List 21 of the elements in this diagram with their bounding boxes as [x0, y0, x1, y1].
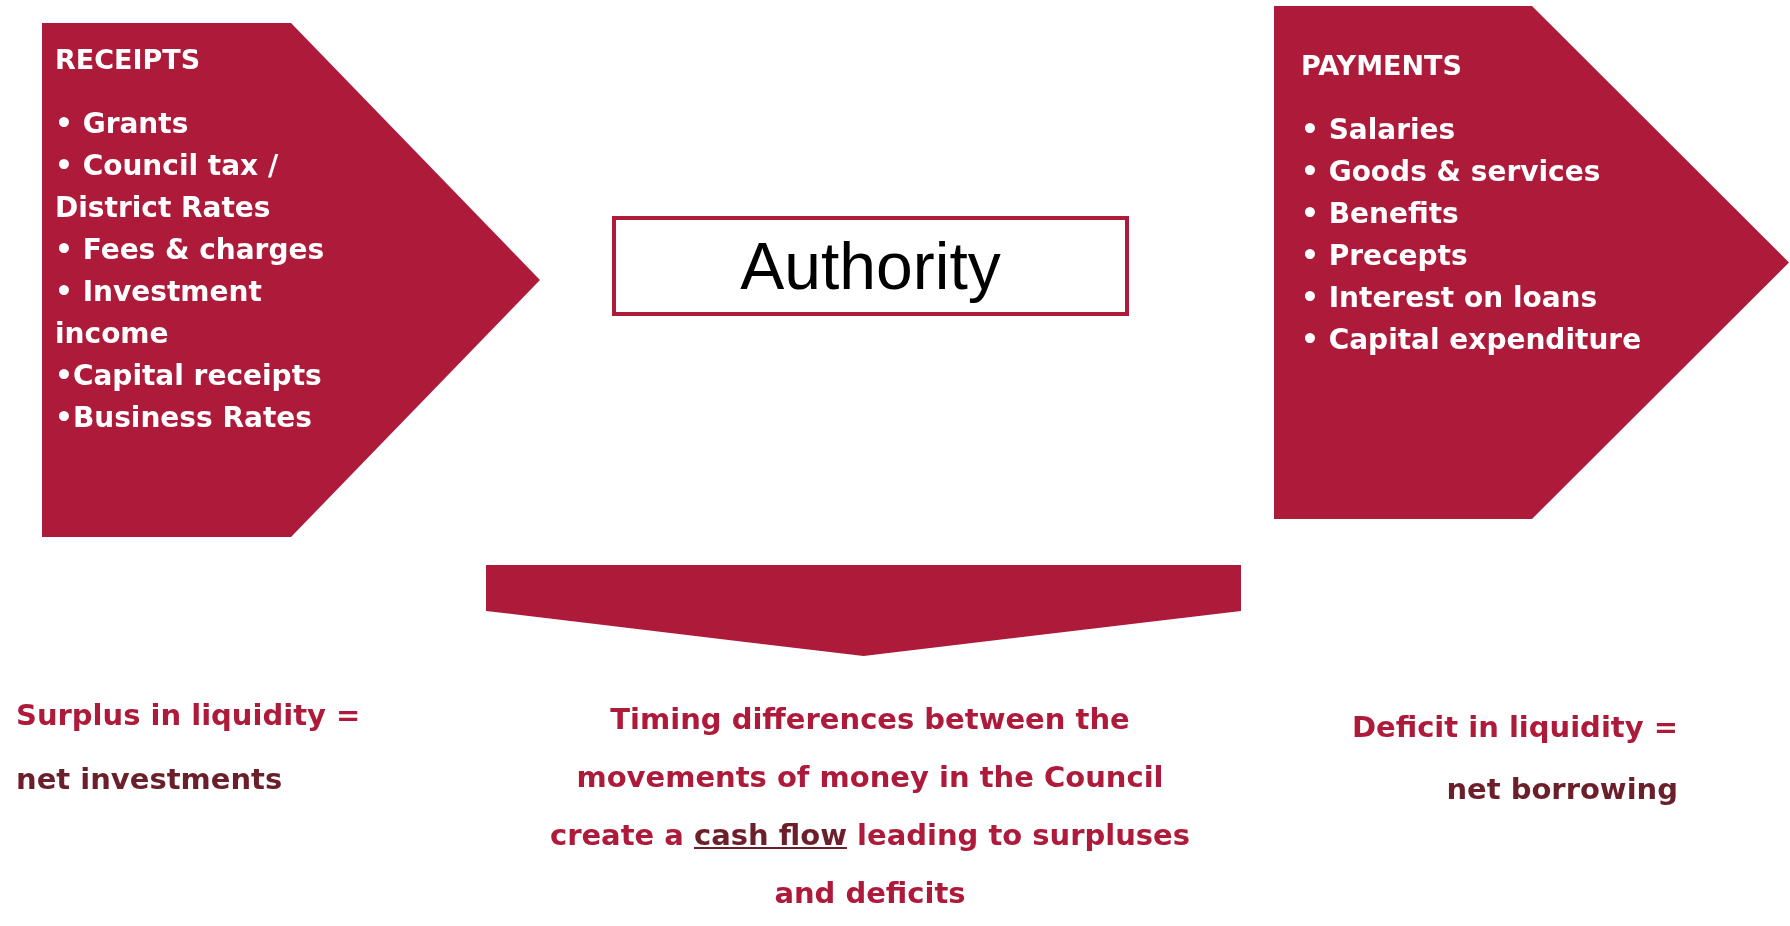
- list-item: • Capital expenditure: [1301, 322, 1643, 358]
- list-item: • Grants: [55, 106, 190, 142]
- list-item: • Fees & charges: [55, 232, 326, 268]
- list-item: •Capital receipts: [55, 358, 323, 394]
- heading: RECEIPTS: [55, 44, 202, 75]
- note-text: net borrowing: [1445, 772, 1678, 806]
- list-item: • Investment income: [55, 274, 263, 352]
- list-item: • Council tax / District Rates: [55, 148, 280, 226]
- list-item: • Salaries: [1301, 112, 1457, 148]
- list-item: • Goods & services: [1301, 154, 1602, 190]
- caption-text: Timing differences between the movements of money in the Council create a cash flow leading to surpluses and deficits: [548, 701, 1192, 912]
- note-text: Surplus in liquidity =: [16, 698, 362, 732]
- list-item: • Interest on loans: [1301, 280, 1599, 316]
- note-text: Deficit in liquidity =: [1350, 710, 1678, 744]
- list-item: • Precepts: [1301, 238, 1469, 274]
- process-box: [612, 216, 1129, 316]
- note-text: net investments: [16, 762, 284, 796]
- list-item: •Business Rates: [55, 400, 313, 436]
- heading: PAYMENTS: [1301, 50, 1463, 81]
- list-item: • Benefits: [1301, 196, 1460, 232]
- node-label: Authority: [740, 228, 1001, 304]
